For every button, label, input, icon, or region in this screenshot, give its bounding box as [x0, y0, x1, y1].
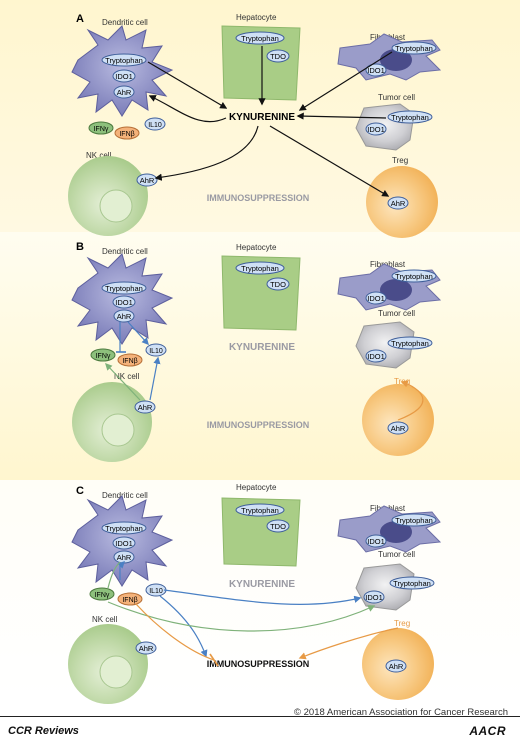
immunosuppression-label: IMMUNOSUPPRESSION [207, 659, 310, 669]
arrows-signaling [105, 321, 424, 421]
ido1-label: IDO1 [115, 539, 133, 548]
ahr-label: AhR [117, 553, 132, 562]
ahr-label: AhR [391, 199, 406, 208]
hepatocyte-cell [221, 25, 301, 101]
treg-label: Treg [394, 619, 410, 628]
arrows-signaling [107, 560, 399, 667]
fibroblast-nucleus [380, 521, 412, 543]
nk-cell-label: NK cell [92, 615, 118, 624]
ahr-label: AhR [389, 662, 404, 671]
hepatocyte-cell [221, 497, 301, 567]
panel-label: B [76, 241, 84, 253]
molecule-labels: Tryptophan IDO1 AhR Tryptophan TDO Trypt… [90, 261, 437, 435]
ido1-label: IDO1 [367, 66, 385, 75]
journal-name: CCR Reviews [8, 725, 79, 737]
hepatocyte-label: Hepatocyte [236, 243, 277, 252]
tryptophan-label: Tryptophan [391, 113, 429, 122]
kynurenine-label: KYNURENINE [229, 112, 295, 123]
ido1-label: IDO1 [367, 294, 385, 303]
tryptophan-label: Tryptophan [391, 339, 429, 348]
ido1-label: IDO1 [367, 352, 385, 361]
tdo-label: TDO [270, 280, 286, 289]
hepatocyte-cell [221, 255, 301, 331]
tryptophan-label: Tryptophan [241, 34, 279, 43]
copyright-text: © 2018 American Association for Cancer R… [294, 707, 508, 718]
panel-label: A [76, 13, 84, 25]
panel-a: A Dendritic cell Hepatocyte Fibroblast T… [68, 13, 442, 238]
il10-label: IL10 [149, 348, 163, 355]
footer-divider [0, 716, 520, 717]
fibroblast-label: Fibroblast [370, 260, 406, 269]
ahr-label: AhR [140, 176, 155, 185]
ifnb-label: IFNβ [122, 358, 137, 365]
ido1-label: IDO1 [365, 593, 383, 602]
ido1-label: IDO1 [367, 537, 385, 546]
panel-c: C Dendritic cell Hepatocyte Fibroblast T… [68, 483, 442, 704]
immunosuppression-label: IMMUNOSUPPRESSION [207, 420, 310, 430]
ido1-label: IDO1 [115, 72, 133, 81]
panel-label: C [76, 485, 84, 497]
il10-label: IL10 [149, 588, 163, 595]
tryptophan-label: Tryptophan [393, 579, 431, 588]
tryptophan-label: Tryptophan [105, 524, 143, 533]
tryptophan-label: Tryptophan [241, 264, 279, 273]
ahr-label: AhR [391, 424, 406, 433]
tdo-label: TDO [270, 52, 286, 61]
panel-b: B Dendritic cell Hepatocyte Fibroblast T… [71, 241, 442, 462]
tryptophan-label: Tryptophan [105, 284, 143, 293]
ido1-label: IDO1 [115, 298, 133, 307]
treg-label: Treg [392, 156, 408, 165]
ahr-label: AhR [117, 88, 132, 97]
ifnb-label: IFNβ [122, 597, 137, 604]
ahr-label: AhR [117, 312, 132, 321]
ido1-label: IDO1 [367, 125, 385, 134]
dendritic-cell-label: Dendritic cell [102, 18, 148, 27]
hepatocyte-label: Hepatocyte [236, 483, 277, 492]
kynurenine-label: KYNURENINE [229, 342, 295, 353]
kynurenine-label: KYNURENINE [229, 579, 295, 590]
nk-cell-label: NK cell [114, 372, 140, 381]
ifng-label: IFNγ [94, 126, 109, 133]
ahr-label: AhR [139, 644, 154, 653]
tryptophan-label: Tryptophan [105, 56, 143, 65]
molecule-labels: Tryptophan IDO1 AhR Tryptophan TDO Trypt… [89, 503, 437, 673]
aacr-logo: AACR [469, 724, 506, 738]
nk-nucleus [99, 655, 133, 689]
nk-nucleus [99, 189, 133, 223]
ifng-label: IFNγ [95, 592, 110, 599]
arrows-kynurenine [147, 46, 393, 197]
nk-nucleus [101, 413, 135, 447]
dendritic-cell-label: Dendritic cell [102, 247, 148, 256]
tumor-cell-label: Tumor cell [378, 93, 415, 102]
il10-label: IL10 [148, 122, 162, 129]
tryptophan-label: Tryptophan [395, 272, 433, 281]
ifnb-label: IFNβ [119, 131, 134, 138]
ifng-label: IFNγ [96, 353, 111, 360]
tryptophan-label: Tryptophan [241, 506, 279, 515]
tdo-label: TDO [270, 522, 286, 531]
tumor-cell-label: Tumor cell [378, 309, 415, 318]
nk-cell-label: NK cell [86, 151, 112, 160]
molecule-labels: Tryptophan IDO1 AhR Tryptophan TDO Trypt… [88, 31, 437, 210]
fibroblast-nucleus [380, 279, 412, 301]
ahr-label: AhR [138, 403, 153, 412]
tumor-cell-label: Tumor cell [378, 550, 415, 559]
hepatocyte-label: Hepatocyte [236, 13, 277, 22]
immunosuppression-label: IMMUNOSUPPRESSION [207, 193, 310, 203]
tryptophan-label: Tryptophan [395, 516, 433, 525]
tryptophan-label: Tryptophan [395, 44, 433, 53]
dendritic-cell-label: Dendritic cell [102, 491, 148, 500]
